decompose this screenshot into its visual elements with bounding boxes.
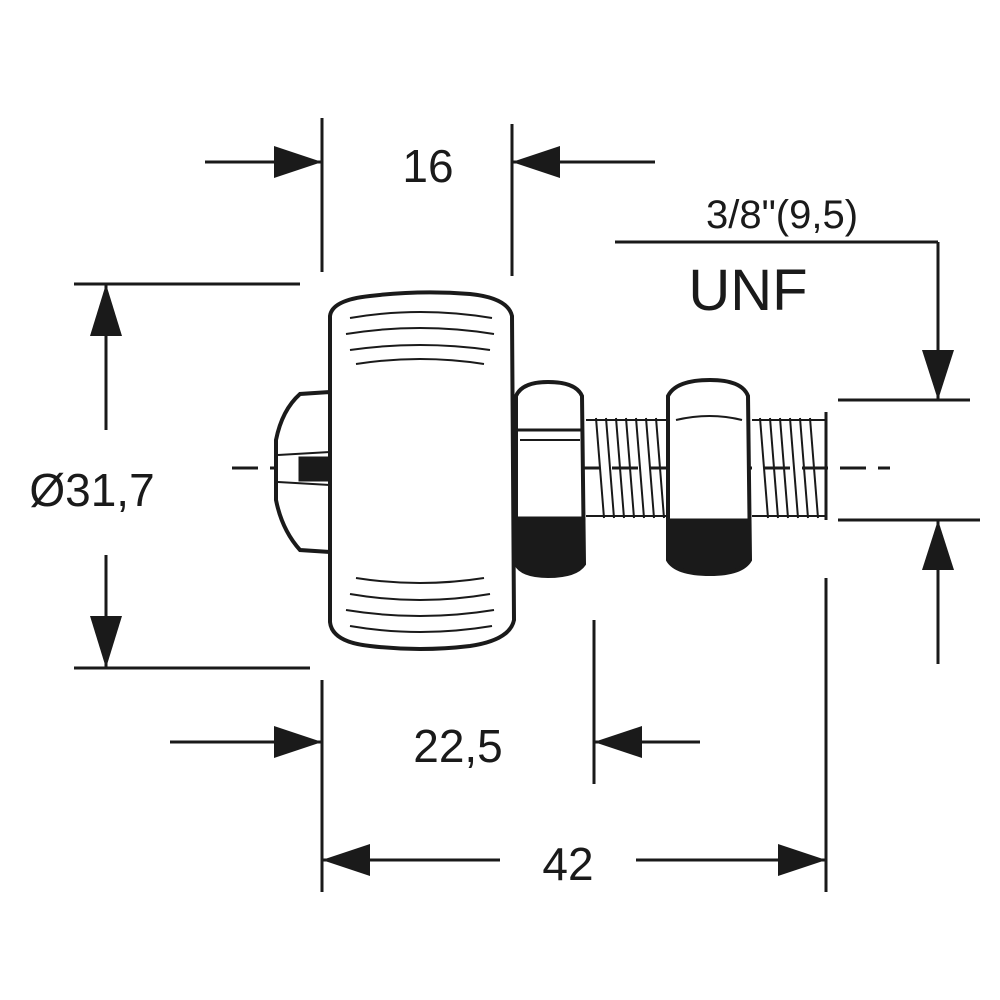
dimension-overall-length: 42 [322,578,828,892]
thread-section-1 [586,417,670,519]
dimension-body-to-nut-label: 22,5 [413,720,503,772]
second-nut [666,377,753,577]
left-cap [274,389,332,555]
dimension-body-to-nut: 22,5 [170,620,700,892]
thread-type-label: UNF [688,258,807,323]
thread-size-label: 3/8"(9,5) [706,193,858,237]
dimension-diameter: Ø31,7 [29,282,310,670]
first-nut [514,379,587,579]
dimension-top-width: 16 [205,118,655,276]
dimension-thread: 3/8"(9,5) UNF [615,193,980,664]
roller-body [328,290,517,651]
dimension-top-width-label: 16 [402,140,453,192]
dimension-overall-length-label: 42 [542,838,593,890]
dimension-diameter-label: Ø31,7 [29,464,154,516]
thread-section-2 [752,412,828,520]
